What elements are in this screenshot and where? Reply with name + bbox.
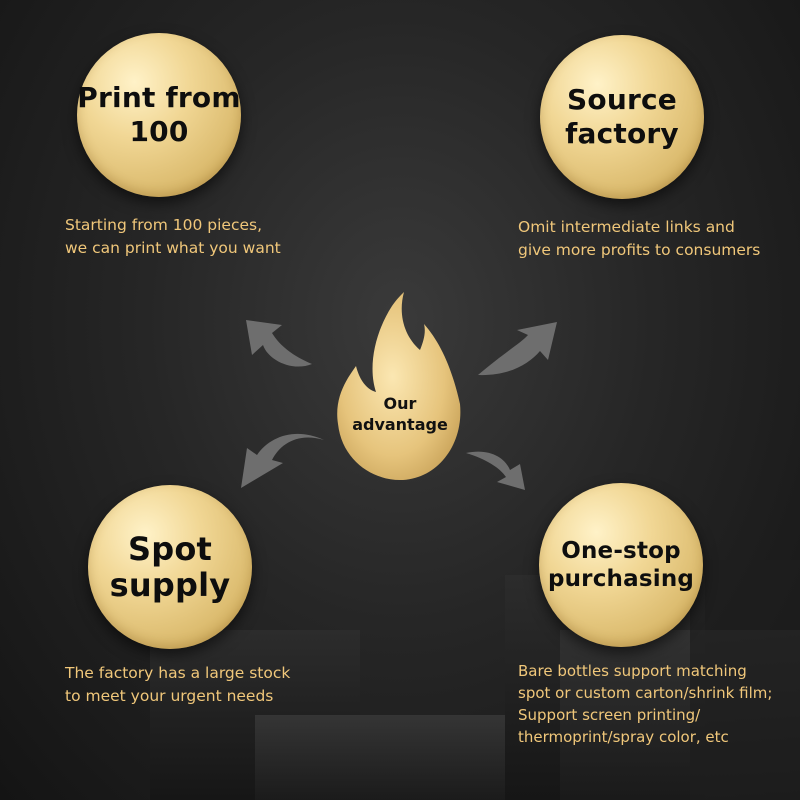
feature-circle-one-stop-purchasing: One-stop purchasing xyxy=(539,483,703,647)
arrow-down-right-icon xyxy=(466,451,525,490)
arrow-up-right-icon xyxy=(478,322,557,376)
feature-circle-spot-supply: Spot supply xyxy=(88,485,252,649)
arrow-down-left-icon xyxy=(241,433,324,488)
feature-title: Source factory xyxy=(565,83,679,150)
feature-title: One-stop purchasing xyxy=(547,538,695,592)
feature-description: The factory has a large stock to meet yo… xyxy=(65,664,291,705)
feature-description: Omit intermediate links and give more pr… xyxy=(518,218,761,259)
feature-title: Print from 100 xyxy=(77,81,241,148)
bg-block xyxy=(255,715,515,800)
feature-circle-source-factory: Source factory xyxy=(540,35,704,199)
feature-circle-print-from-100: Print from 100 xyxy=(77,33,241,197)
feature-description: Starting from 100 pieces, we can print w… xyxy=(65,216,281,257)
feature-description: Bare bottles support matching spot or cu… xyxy=(518,662,773,746)
arrow-up-left-icon xyxy=(246,320,312,367)
bg-block xyxy=(690,560,800,800)
center-label: Our advantage xyxy=(352,394,448,434)
feature-title: Spot supply xyxy=(109,530,231,604)
